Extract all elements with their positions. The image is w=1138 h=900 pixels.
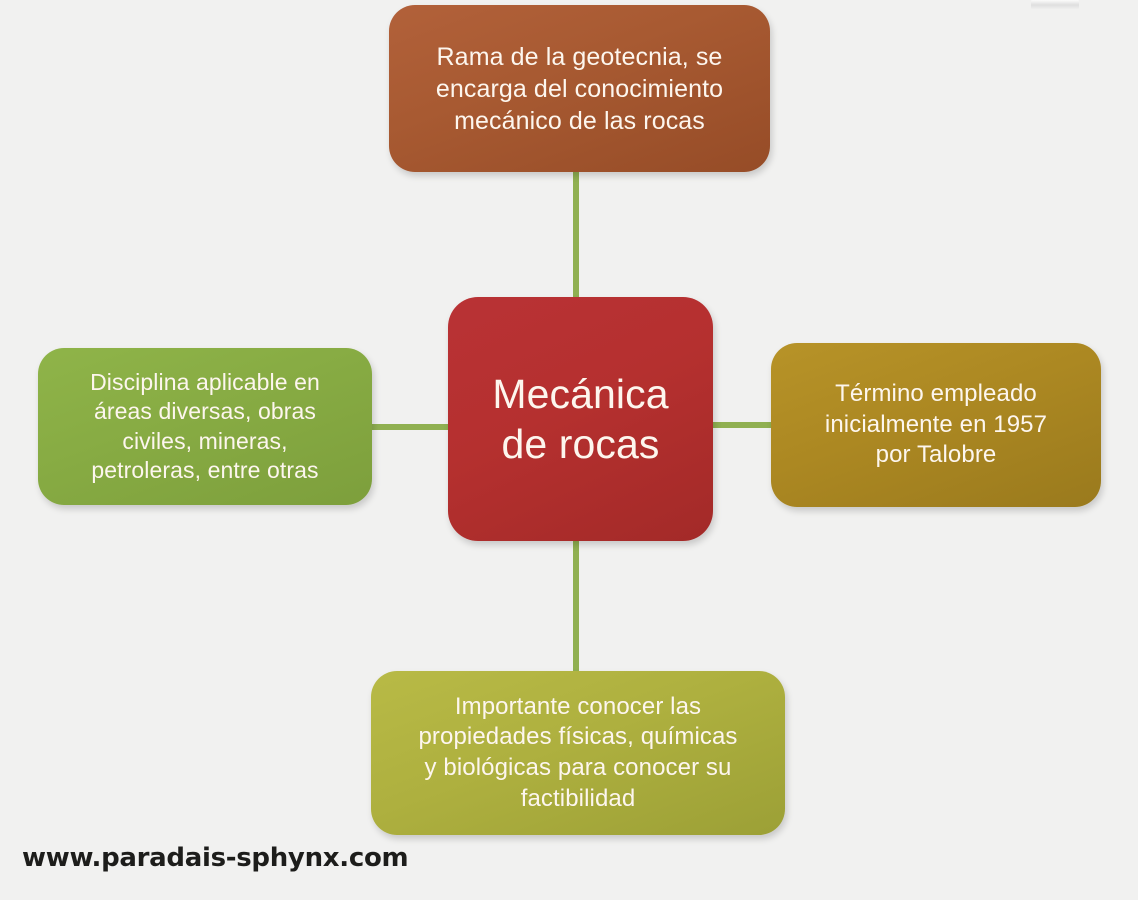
- connector-center-to-bottom: [573, 537, 579, 675]
- cropped-edge-artifact: [1031, 0, 1079, 9]
- node-right-origin[interactable]: Término empleado inicialmente en 1957 po…: [771, 343, 1101, 507]
- node-bottom-label: Importante conocer las propiedades físic…: [418, 692, 738, 812]
- node-center-label: Mecánica de rocas: [492, 370, 669, 467]
- connector-center-to-top: [573, 168, 579, 301]
- connector-center-to-right: [709, 422, 775, 428]
- node-center-topic[interactable]: Mecánica de rocas: [448, 297, 713, 541]
- node-left-applications[interactable]: Disciplina aplicable en áreas diversas, …: [38, 348, 372, 505]
- node-top-label: Rama de la geotecnia, se encarga del con…: [435, 42, 724, 135]
- site-watermark: www.paradais-sphynx.com: [22, 843, 409, 873]
- node-top-definition[interactable]: Rama de la geotecnia, se encarga del con…: [389, 5, 770, 172]
- connector-left-to-center: [368, 424, 452, 430]
- node-right-label: Término empleado inicialmente en 1957 po…: [824, 379, 1048, 469]
- node-bottom-properties[interactable]: Importante conocer las propiedades físic…: [371, 671, 785, 835]
- node-left-label: Disciplina aplicable en áreas diversas, …: [90, 368, 320, 483]
